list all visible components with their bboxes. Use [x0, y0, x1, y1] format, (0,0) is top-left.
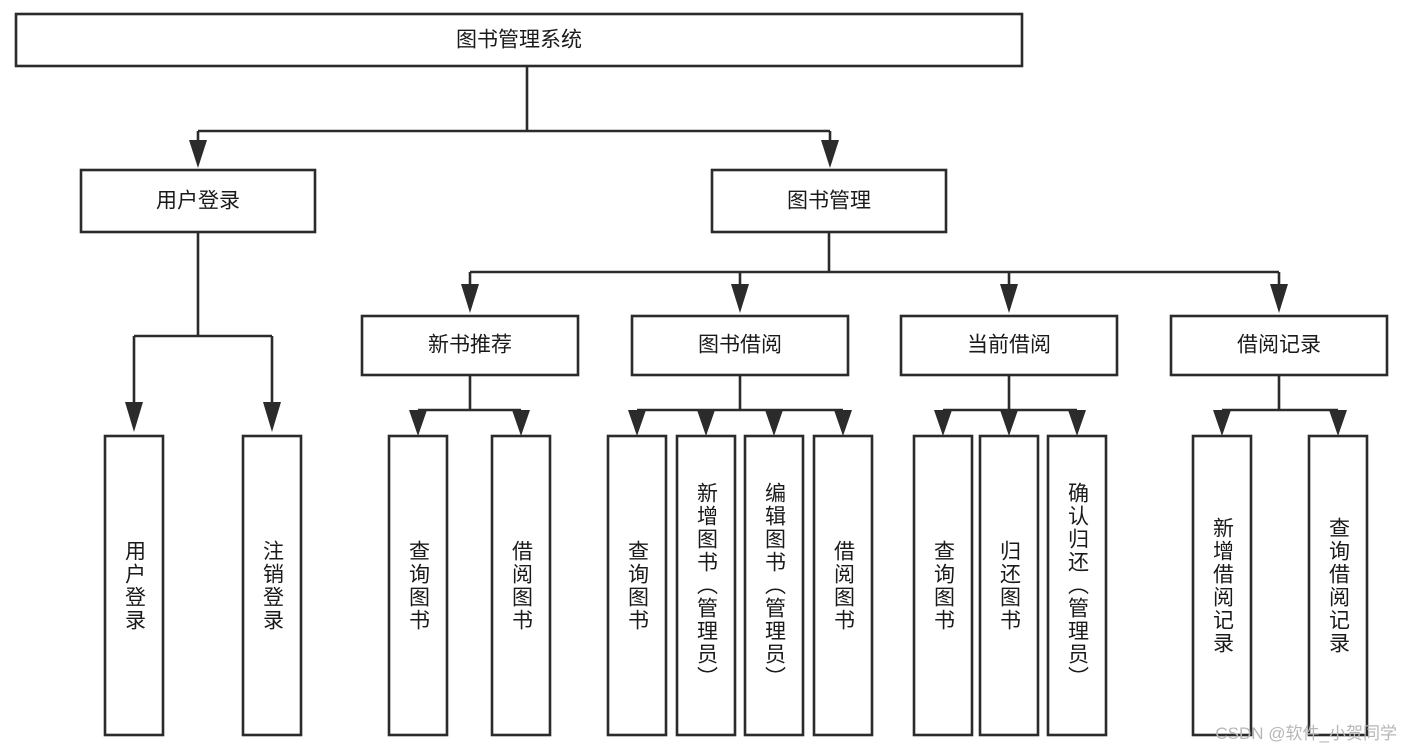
arrowhead-leaf-query-book-2 [628, 410, 646, 436]
arrowhead-leaf-query-record [1329, 410, 1347, 436]
arrowhead-leaf-confirm-return [1068, 410, 1086, 436]
node-book-borrow-box[interactable] [630, 314, 850, 377]
node-book-borrow-label: 图书借阅 [698, 334, 782, 357]
leaf-box-query-record[interactable] [1307, 434, 1369, 737]
arrowhead-leaf-borrow-book-2 [834, 410, 852, 436]
leaf-box-query-book-1[interactable] [387, 434, 449, 737]
node-book-manage-label: 图书管理 [787, 190, 871, 213]
arrowhead-leaf-user-login [125, 402, 143, 432]
leaf-box-query-book-2[interactable] [606, 434, 668, 737]
arrowhead-leaf-borrow-book-1 [512, 410, 530, 436]
node-new-book-recommend-box[interactable] [360, 314, 580, 377]
node-borrow-records[interactable]: 借阅记录 [1169, 314, 1389, 377]
leaf-box-logout[interactable] [241, 434, 303, 737]
node-root-label: 图书管理系统 [456, 29, 582, 52]
leaf-box-borrow-book-2[interactable] [812, 434, 874, 737]
node-current-borrow-label: 当前借阅 [967, 334, 1051, 357]
arrowhead-book-manage [821, 140, 839, 168]
node-current-borrow[interactable]: 当前借阅 [899, 314, 1119, 377]
node-borrow-records-label: 借阅记录 [1237, 334, 1321, 357]
node-book-manage[interactable]: 图书管理 [710, 168, 948, 234]
csdn-watermark: CSDN @软件_小贺同学 [1215, 724, 1397, 743]
leaf-box-user-login[interactable] [103, 434, 165, 737]
node-new-book-recommend[interactable]: 新书推荐 [360, 314, 580, 377]
leaf-box-edit-book[interactable] [743, 434, 805, 737]
node-root[interactable]: 图书管理系统 [14, 12, 1024, 68]
arrowhead-leaf-query-book-1 [409, 410, 427, 436]
arrowhead-current-borrow [1000, 284, 1018, 313]
arrowhead-user-login [189, 140, 207, 168]
arrowhead-leaf-add-record [1213, 410, 1231, 436]
arrowhead-leaf-return-book [1000, 410, 1018, 436]
leaf-box-borrow-book-1[interactable] [490, 434, 552, 737]
arrowhead-new-book [461, 284, 479, 313]
arrowhead-leaf-add-book [697, 410, 715, 436]
node-borrow-records-box[interactable] [1169, 314, 1389, 377]
leaf-box-add-book[interactable] [675, 434, 737, 737]
node-book-borrow[interactable]: 图书借阅 [630, 314, 850, 377]
node-book-manage-box[interactable] [710, 168, 948, 234]
arrowhead-leaf-query-book-3 [934, 410, 952, 436]
leaf-box-confirm-return[interactable] [1046, 434, 1108, 737]
leaf-box-add-record[interactable] [1191, 434, 1253, 737]
arrowhead-borrow-records [1270, 284, 1288, 313]
arrowhead-book-borrow [731, 284, 749, 313]
leaf-box-return-book[interactable] [978, 434, 1040, 737]
node-new-book-recommend-label: 新书推荐 [428, 334, 512, 357]
node-user-login[interactable]: 用户登录 [79, 168, 317, 234]
arrowhead-leaf-logout [263, 402, 281, 432]
arrowhead-leaf-edit-book [765, 410, 783, 436]
leaf-box-query-book-3[interactable] [912, 434, 974, 737]
node-current-borrow-box[interactable] [899, 314, 1119, 377]
node-root-box[interactable] [14, 12, 1024, 68]
node-user-login-label: 用户登录 [156, 190, 240, 213]
